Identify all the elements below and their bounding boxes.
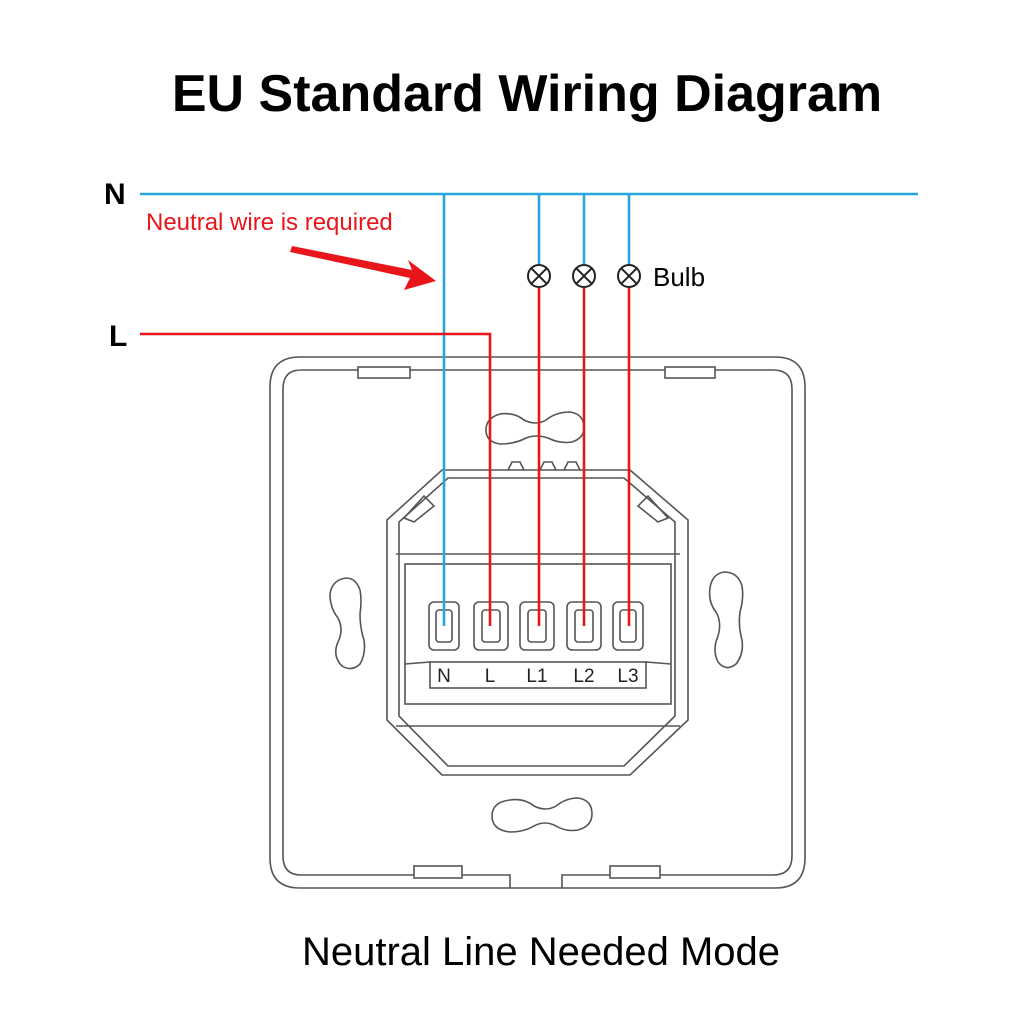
terminal-label-l1: L1	[526, 666, 547, 687]
terminal-label-n: N	[437, 666, 451, 687]
arrow-icon	[290, 246, 436, 290]
top-left-clip	[357, 366, 411, 379]
mode-subtitle: Neutral Line Needed Mode	[302, 930, 780, 974]
left-screw-slot	[329, 577, 366, 670]
terminal-label-strip	[429, 661, 647, 689]
bulb-icon	[572, 264, 596, 288]
top-right-clip	[664, 366, 716, 379]
neutral-required-note: Neutral wire is required	[146, 209, 393, 236]
neutral-wiring	[140, 192, 918, 626]
terminal-label-l3: L3	[617, 666, 638, 687]
diagram-title: EU Standard Wiring Diagram	[172, 65, 882, 123]
bottom-right-clip	[609, 865, 661, 879]
bulb-label: Bulb	[653, 262, 705, 292]
bottom-left-clip	[413, 865, 463, 879]
terminal-label-l: L	[485, 666, 496, 687]
neutral-line-label: N	[104, 178, 126, 211]
terminal-label-l2: L2	[573, 666, 594, 687]
live-to-terminal-wire	[140, 332, 492, 626]
bulb-icon	[617, 264, 641, 288]
top-screw-slot	[485, 411, 585, 445]
switch-back-plate	[269, 356, 806, 889]
right-screw-slot	[708, 571, 744, 669]
bottom-screw-slot	[491, 797, 593, 833]
live-line-label: L	[109, 320, 127, 353]
bulb-icon	[527, 264, 551, 288]
live-wiring	[140, 288, 631, 626]
terminal-l1: L1	[519, 601, 555, 687]
